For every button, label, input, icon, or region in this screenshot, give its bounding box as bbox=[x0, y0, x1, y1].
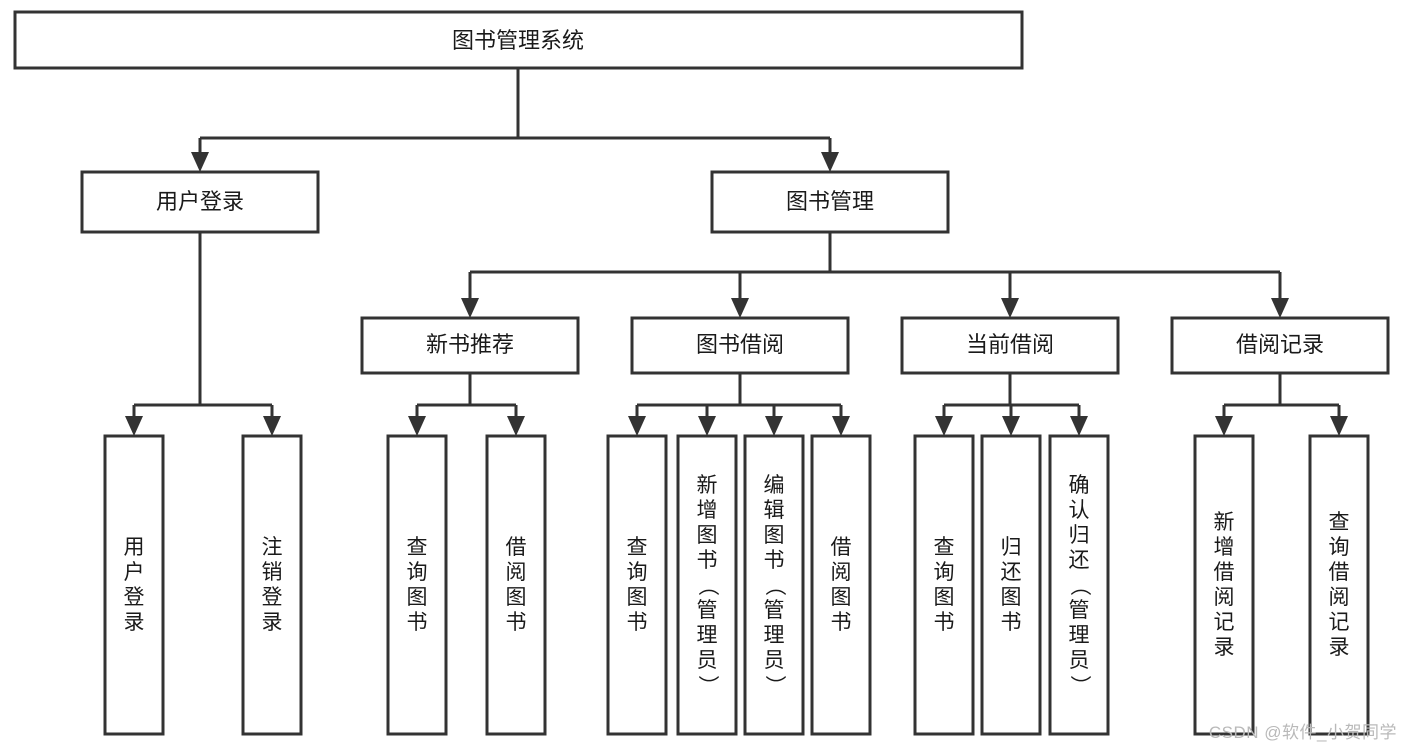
node-leaf-confirm-return[interactable] bbox=[1048, 434, 1110, 736]
node-leaf-user-logout[interactable] bbox=[241, 434, 303, 736]
node-leaf-user-login[interactable] bbox=[103, 434, 165, 736]
arrow-head-icon bbox=[263, 416, 281, 436]
node-root-label: 图书管理系统 bbox=[452, 28, 584, 53]
node-leaf-add-record[interactable] bbox=[1193, 434, 1255, 736]
arrow-head-icon bbox=[1001, 298, 1019, 318]
arrow-head-icon bbox=[1215, 416, 1233, 436]
node-root[interactable]: 图书管理系统 bbox=[13, 10, 1024, 70]
node-leaf-query-record[interactable] bbox=[1308, 434, 1370, 736]
node-book-borrow-label: 图书借阅 bbox=[696, 332, 784, 357]
arrow-head-icon bbox=[832, 416, 850, 436]
arrow-head-icon bbox=[125, 416, 143, 436]
node-user-login-label: 用户登录 bbox=[156, 189, 244, 214]
arrow-head-icon bbox=[821, 152, 839, 172]
arrow-head-icon bbox=[507, 416, 525, 436]
node-leaf-borrow-book-1[interactable] bbox=[485, 434, 547, 736]
node-leaf-query-book-1[interactable] bbox=[386, 434, 448, 736]
arrow-head-icon bbox=[698, 416, 716, 436]
arrow-head-icon bbox=[1271, 298, 1289, 318]
node-new-book-rec[interactable]: 新书推荐 bbox=[360, 316, 580, 375]
arrow-head-icon bbox=[765, 416, 783, 436]
node-current-borrow-label: 当前借阅 bbox=[966, 332, 1054, 357]
connector-borrow-record-to-leaves bbox=[1215, 373, 1348, 436]
arrow-head-icon bbox=[628, 416, 646, 436]
connector-new-book-rec-to-leaves bbox=[408, 373, 525, 436]
node-book-borrow[interactable]: 图书借阅 bbox=[630, 316, 850, 375]
arrow-head-icon bbox=[1330, 416, 1348, 436]
node-leaf-edit-book[interactable] bbox=[743, 434, 805, 736]
node-leaf-add-book[interactable] bbox=[676, 434, 738, 736]
arrow-head-icon bbox=[1070, 416, 1088, 436]
connector-book-borrow-to-leaves bbox=[628, 373, 850, 436]
node-leaf-return-book[interactable] bbox=[980, 434, 1042, 736]
arrow-head-icon bbox=[408, 416, 426, 436]
node-book-manage-label: 图书管理 bbox=[786, 189, 874, 214]
arrow-head-icon bbox=[461, 298, 479, 318]
node-user-login[interactable]: 用户登录 bbox=[80, 170, 320, 234]
arrow-head-icon bbox=[935, 416, 953, 436]
node-leaf-query-book-3[interactable] bbox=[913, 434, 975, 736]
node-borrow-record[interactable]: 借阅记录 bbox=[1170, 316, 1390, 375]
node-new-book-rec-label: 新书推荐 bbox=[426, 332, 514, 357]
connector-current-borrow-to-leaves bbox=[935, 373, 1088, 436]
node-leaf-borrow-book-2[interactable] bbox=[810, 434, 872, 736]
node-borrow-record-label: 借阅记录 bbox=[1236, 332, 1324, 357]
node-leaf-query-book-2[interactable] bbox=[606, 434, 668, 736]
csdn-watermark: CSDN @软件_小贺同学 bbox=[1208, 723, 1397, 742]
node-current-borrow[interactable]: 当前借阅 bbox=[900, 316, 1120, 375]
connector-user-login-to-leaves bbox=[125, 232, 281, 436]
arrow-head-icon bbox=[191, 152, 209, 172]
leaf-node-boxes bbox=[103, 434, 1370, 736]
connector-book-manage-to-level3 bbox=[461, 232, 1289, 318]
arrow-head-icon bbox=[1002, 416, 1020, 436]
node-book-manage[interactable]: 图书管理 bbox=[710, 170, 950, 234]
connector-root-to-level2 bbox=[191, 68, 839, 172]
arrow-head-icon bbox=[731, 298, 749, 318]
